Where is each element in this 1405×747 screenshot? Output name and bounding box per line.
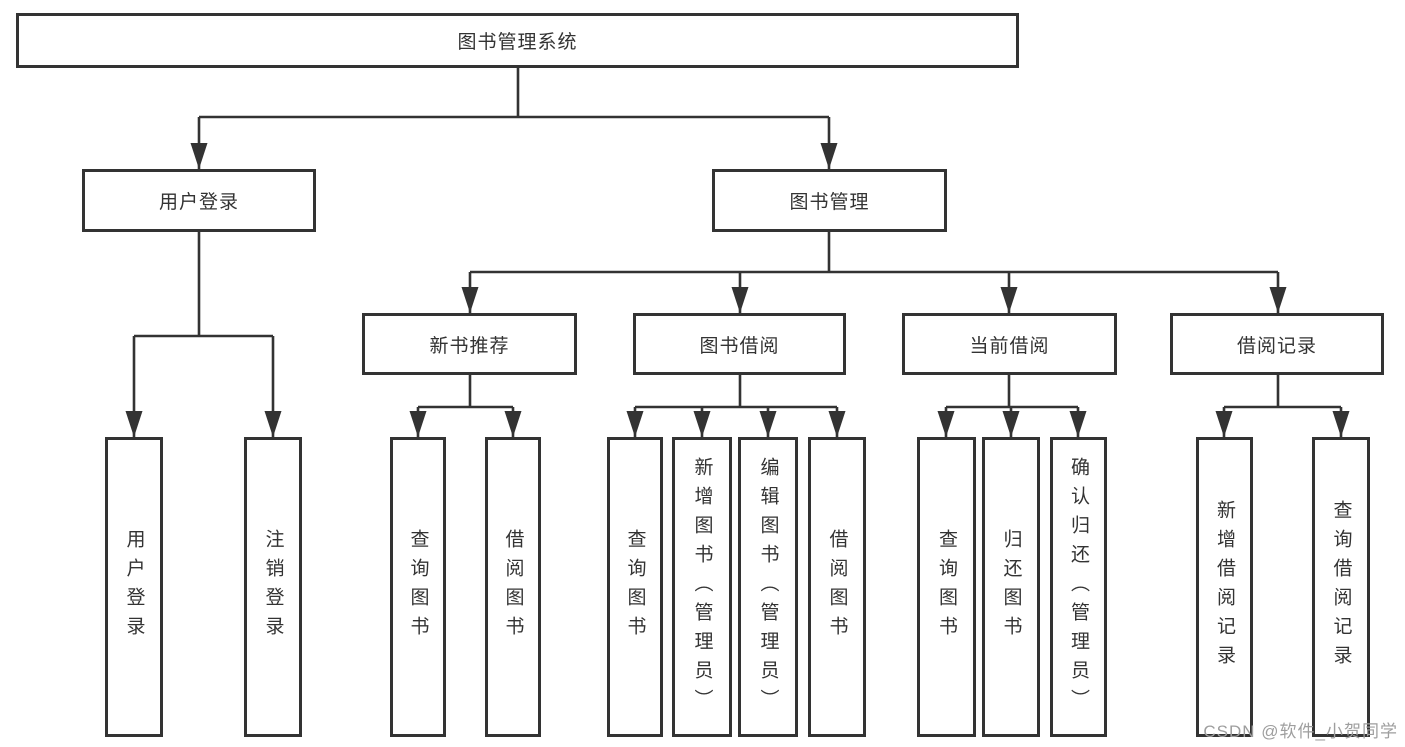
node-new-book-recommendation: 新书推荐 [362,313,577,375]
node-label: 确认归还（管理员） [1068,456,1089,718]
node-book-management: 图书管理 [712,169,947,232]
node-label: 新书推荐 [429,335,510,357]
leaf-user-login: 用户登录 [105,437,163,737]
node-label: 归还图书 [1000,529,1022,645]
node-borrowing-records: 借阅记录 [1170,313,1384,375]
leaf-add-book-admin: 新增图书（管理员） [672,437,732,737]
leaf-add-borrow-record: 新增借阅记录 [1196,437,1253,737]
leaf-query-books-current: 查询图书 [917,437,976,737]
node-label: 图书借阅 [699,335,780,357]
leaf-borrow-books-recommend: 借阅图书 [485,437,541,737]
leaf-edit-book-admin: 编辑图书（管理员） [738,437,798,737]
node-label: 图书管理系统 [457,32,578,53]
node-book-borrowing: 图书借阅 [633,313,846,375]
leaf-logout: 注销登录 [244,437,302,737]
leaf-query-borrow-record: 查询借阅记录 [1312,437,1370,737]
node-label: 编辑图书（管理员） [757,456,779,718]
node-label: 当前借阅 [969,335,1050,357]
node-current-borrowing: 当前借阅 [902,313,1117,375]
node-label: 新增图书（管理员） [691,456,713,718]
node-label: 注销登录 [262,529,284,645]
leaf-confirm-return-admin: 确认归还（管理员） [1050,437,1107,737]
node-label: 新增借阅记录 [1214,500,1235,674]
leaf-borrow-books: 借阅图书 [808,437,866,737]
node-label: 查询图书 [936,529,957,645]
node-label: 用户登录 [123,529,145,645]
node-library-management-system: 图书管理系统 [16,13,1019,68]
node-label: 借阅图书 [826,529,848,645]
node-label: 查询图书 [624,529,646,645]
node-label: 查询图书 [407,529,429,645]
node-label: 图书管理 [789,192,870,213]
watermark: CSDN @软件_小贺同学 [1203,722,1398,741]
leaf-return-book: 归还图书 [982,437,1040,737]
leaf-query-books-recommend: 查询图书 [390,437,446,737]
leaf-query-books-borrow: 查询图书 [607,437,663,737]
node-user-login: 用户登录 [82,169,316,232]
node-label: 查询借阅记录 [1330,500,1352,674]
node-label: 用户登录 [158,192,239,213]
node-label: 借阅记录 [1236,335,1317,357]
node-label: 借阅图书 [502,529,524,645]
